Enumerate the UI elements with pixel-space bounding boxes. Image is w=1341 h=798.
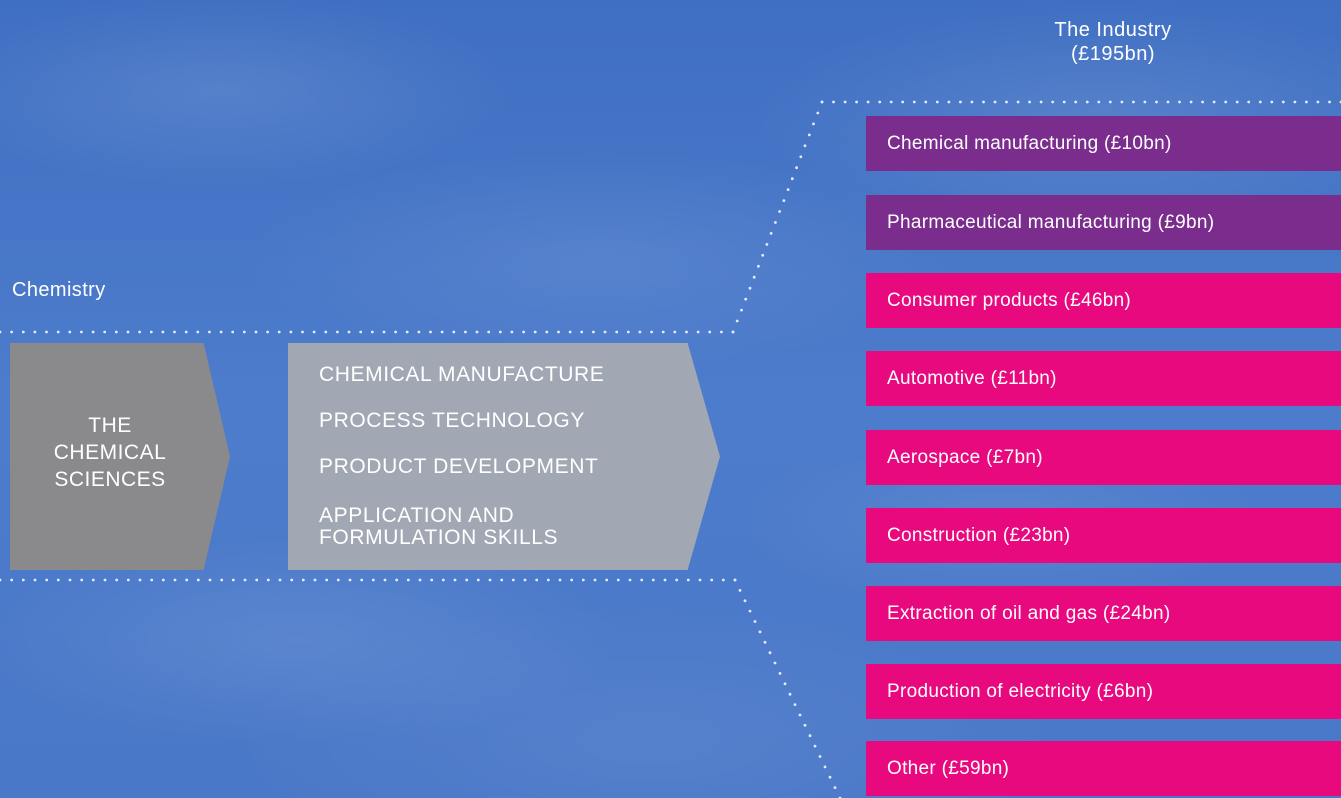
chemical-sciences-line3: SCIENCES [54,468,166,491]
sector-bar-other: Other (£59bn) [866,741,1341,796]
sector-bar-consumer-products: Consumer products (£46bn) [866,273,1341,328]
chemistry-label: Chemistry [12,279,106,301]
industry-title-line2: (£195bn) [1070,43,1156,65]
skill-application-line1: APPLICATION AND [319,504,515,527]
sector-bar-pharmaceutical-manufacturing: Pharmaceutical manufacturing (£9bn) [866,195,1341,250]
skill-process-technology: PROCESS TECHNOLOGY [319,409,585,432]
chemical-sciences-line1: THE [88,414,132,437]
skills-chevron [288,343,720,570]
chemical-sciences-text: THE CHEMICAL SCIENCES [30,412,190,493]
sector-bar-chemical-manufacturing: Chemical manufacturing (£10bn) [866,116,1341,171]
sector-bar-aerospace: Aerospace (£7bn) [866,430,1341,485]
sector-bar-electricity: Production of electricity (£6bn) [866,664,1341,719]
sector-bar-automotive: Automotive (£11bn) [866,351,1341,406]
industry-title-line1: The Industry [1054,19,1172,41]
chemical-sciences-line2: CHEMICAL [53,441,167,464]
skill-chemical-manufacture: CHEMICAL MANUFACTURE [319,363,605,386]
skill-product-development: PRODUCT DEVELOPMENT [319,455,599,478]
sector-bar-construction: Construction (£23bn) [866,508,1341,563]
industry-title: The Industry (£195bn) [1008,18,1218,66]
sector-bar-extraction-oil-gas: Extraction of oil and gas (£24bn) [866,586,1341,641]
chemical-sciences-chevron [10,343,230,570]
skill-application-line2: FORMULATION SKILLS [319,526,559,549]
